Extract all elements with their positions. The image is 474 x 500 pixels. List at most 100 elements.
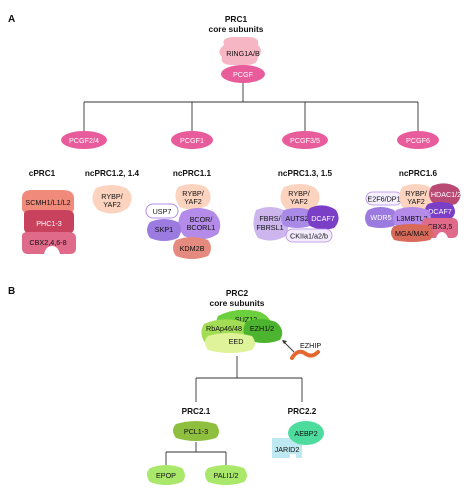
- rybp-node-b3: [280, 184, 320, 212]
- pcgf24-node: [61, 131, 107, 149]
- ncprc13-complex: RYBP/ YAF2 FBRS/ FBRSL1 AUTS2 DCAF7 CKII…: [253, 184, 339, 243]
- pcgf1-label: PCGF1: [180, 136, 204, 145]
- cbx-label: CBX2,4,6-8: [29, 238, 66, 247]
- pcgf24-label: PCGF2/4: [69, 136, 99, 145]
- ezhip-arrow: [283, 341, 295, 353]
- pcgf35-label: PCGF3/5: [290, 136, 320, 145]
- rybp-b4-line2: YAF2: [407, 197, 424, 206]
- bcor-line2: BCORL1: [187, 223, 216, 232]
- ncprc11-complex: RYBP/ YAF2 USP7 BCOR/ BCORL1 SKP1 KDM2B: [145, 184, 221, 259]
- aebp2-node: [288, 421, 324, 445]
- hdac-node: [429, 183, 461, 206]
- pcgf6-label: PCGF6: [406, 136, 430, 145]
- scmh-node: [22, 190, 74, 214]
- prc22-heading: PRC2.2: [288, 407, 317, 416]
- dcaf7-b4-label: DCAF7: [428, 207, 452, 216]
- prc1-subtitle: core subunits: [209, 24, 264, 34]
- ezhip-group: EZHIP: [282, 340, 321, 360]
- fbrs-line1: FBRS/: [259, 214, 280, 223]
- mga-node: [391, 224, 433, 242]
- prc21-complex: PCL1-3 EPOP PALI1/2: [147, 421, 247, 485]
- prc1-title: PRC1: [225, 14, 248, 24]
- ezh-node: [243, 319, 283, 343]
- pcgf6-node: [397, 131, 439, 149]
- prc1-tree-lines: [83, 83, 419, 133]
- pali-node: [205, 465, 247, 485]
- wdr5-label: WDR5: [370, 213, 391, 222]
- hdac-label: HDAC1/2: [431, 190, 461, 199]
- ezh-label: EZH1/2: [250, 324, 274, 333]
- pcgf35-node: [282, 131, 328, 149]
- dcaf7-node-b4: [425, 202, 455, 220]
- ncprc11-heading: ncPRC1.1: [173, 169, 212, 178]
- pcgf-core-node: [221, 65, 265, 83]
- epop-label: EPOP: [156, 471, 176, 480]
- auts2-node: [281, 208, 313, 228]
- epop-node: [147, 465, 185, 485]
- prc2-subtitle: core subunits: [210, 298, 265, 308]
- dcaf7-node-b3: [307, 205, 339, 230]
- bcor-node: [178, 208, 221, 240]
- ezhip-arrowhead: [282, 340, 287, 344]
- eed-node: [205, 333, 255, 353]
- cprc1-complex: SCMH1/L1/L2 PHC1-3 CBX2,4,6-8: [22, 190, 76, 254]
- panel-a-letter: A: [8, 14, 15, 25]
- phc-label: PHC1-3: [36, 219, 62, 228]
- rybp-b2-line2: YAF2: [184, 197, 201, 206]
- cbx-node: [22, 232, 76, 254]
- jarid2-label: JARID2: [275, 445, 300, 454]
- prc2-tree-lines: [195, 356, 303, 402]
- pcgf-branch-nodes: PCGF2/4 PCGF1 PCGF3/5 PCGF6: [61, 131, 439, 149]
- rybp-b2-line1: RYBP/: [182, 189, 203, 198]
- cbx35-label: CBX3,5: [428, 222, 453, 231]
- pali-label: PALI1/2: [213, 471, 238, 480]
- ring1ab-label: RING1A/B: [226, 49, 260, 58]
- aebp2-label: AEBP2: [294, 429, 317, 438]
- l3mbtl2-label: L3MBTL2: [396, 214, 427, 223]
- jarid2-node: [272, 438, 302, 458]
- phc-node: [24, 210, 74, 234]
- cprc1-heading: cPRC1: [29, 169, 56, 178]
- dcaf7-b3-label: DCAF7: [311, 214, 335, 223]
- suz12-label: SUZ12: [235, 315, 257, 324]
- prc2-title: PRC2: [226, 288, 249, 298]
- usp7-label: USP7: [153, 207, 172, 216]
- ncprc13-heading: ncPRC1.3, 1.5: [278, 169, 333, 178]
- ezhip-label: EZHIP: [300, 341, 321, 350]
- e2f6-label: E2F6/DP1: [367, 195, 400, 204]
- fbrs-node: [253, 207, 289, 241]
- rybp-b1-line2: YAF2: [103, 200, 120, 209]
- prc1-core: RING1A/B PCGF: [219, 37, 265, 83]
- skp1-node: [147, 219, 181, 241]
- rybp-b3-line1: RYBP/: [288, 189, 309, 198]
- rybp-node-b4: [399, 184, 435, 212]
- ezhip-node: [290, 349, 320, 360]
- rybp-b3-line2: YAF2: [290, 197, 307, 206]
- mga-label: MGA/MAX: [395, 229, 429, 238]
- bcor-line1: BCOR/: [190, 215, 213, 224]
- pcgf1-node: [171, 131, 213, 149]
- prc21-heading: PRC2.1: [182, 407, 211, 416]
- rybp-node-b2: [175, 184, 211, 210]
- ncprc16-complex: E2F6/DP1 RYBP/ YAF2 HDAC1/2 WDR5 DCAF7 L…: [365, 183, 461, 242]
- usp7-node: [145, 203, 179, 219]
- pcgf-core-label: PCGF: [233, 70, 254, 79]
- l3mbtl2-node: [393, 207, 431, 228]
- ck2-label: CKIIa1/a2/b: [290, 232, 328, 241]
- panel-b-letter: B: [8, 286, 15, 297]
- ck2-node: [285, 228, 333, 243]
- eed-label: EED: [229, 337, 244, 346]
- prc2-core: SUZ12 RbAp46/48 EZH1/2 EED: [201, 309, 283, 353]
- pcl-label: PCL1-3: [184, 427, 208, 436]
- ncprc16-heading: ncPRC1.6: [399, 169, 438, 178]
- auts2-label: AUTS2: [285, 214, 308, 223]
- fbrs-line2: FBRSL1: [256, 223, 283, 232]
- wdr5-node: [365, 207, 397, 228]
- ncprc12-heading: ncPRC1.2, 1.4: [85, 169, 140, 178]
- kdm2b-label: KDM2B: [180, 244, 205, 253]
- kdm2b-node: [173, 237, 211, 259]
- rybp-b4-line1: RYBP/: [405, 189, 426, 198]
- rybp-b1-line1: RYBP/: [101, 192, 122, 201]
